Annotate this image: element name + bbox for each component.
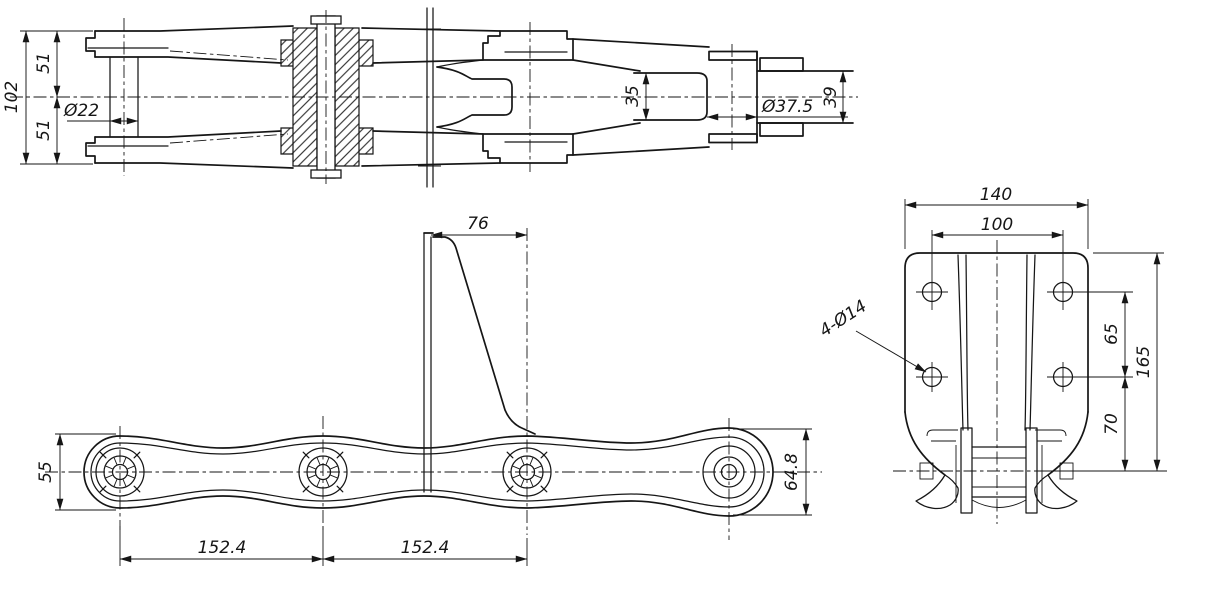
big-end-arc: [728, 427, 774, 517]
dim-text-pitch-1: 152.4: [198, 538, 247, 558]
dim-text-35: 35: [623, 85, 643, 107]
outline: [85, 30, 96, 58]
fork-head-upper: [482, 30, 574, 61]
dim-text-51-upper: 51: [34, 52, 54, 74]
attachment-plate-edge: [418, 7, 441, 188]
dim-text-100: 100: [981, 215, 1013, 235]
hole-center-ticks: [916, 291, 1133, 392]
dim-text-55: 55: [36, 461, 56, 483]
taper-line: [372, 130, 484, 135]
left-head-arc: [83, 435, 121, 509]
plate-outline: [904, 252, 1089, 413]
link-plate: [960, 427, 973, 514]
barrel-lines: [972, 457, 1026, 488]
dimensions: 102 51 51 Ø22 35 Ø37.5 39: [2, 30, 848, 165]
throat-mouth: [436, 59, 484, 135]
side-section-view: 102 51 51 Ø22 35 Ø37.5 39: [2, 7, 858, 188]
dimensions: 140 100 65 70 165 4-Ø14: [816, 185, 1167, 472]
outline: [94, 162, 294, 169]
extension-lines: [20, 30, 93, 165]
collar: [759, 122, 804, 137]
dim-text-pin-diameter: Ø22: [63, 101, 99, 121]
bar-outline-bottom: [119, 495, 730, 517]
dim-text-165: 165: [1134, 346, 1154, 378]
outline: [94, 25, 294, 32]
dim-text-pitch-2: 152.4: [401, 538, 450, 558]
dim-text-64-8: 64.8: [782, 453, 802, 491]
bore-outline: [633, 72, 708, 121]
extension-lines: [931, 230, 1064, 310]
bush-end: [708, 50, 758, 61]
outline: [94, 56, 282, 64]
plate-curl: [915, 474, 959, 510]
big-end-inner-arc: [728, 436, 765, 508]
centerlines: [10, 10, 858, 184]
middle-link: [361, 27, 710, 167]
bar-end-hooks: [926, 429, 1067, 442]
plate-side-sweep: [904, 411, 946, 476]
dim-text-39: 39: [821, 86, 841, 108]
dim-text-76: 76: [467, 214, 489, 234]
extension-lines: [55, 433, 116, 511]
plate-curl: [1034, 474, 1078, 510]
fork-head-lower: [482, 133, 574, 164]
barrel-bottom-arc: [971, 499, 1027, 508]
plate-edge-lines: [426, 7, 434, 188]
extension-lines: [1040, 252, 1167, 472]
collar: [759, 57, 804, 72]
right-barrel: [633, 50, 854, 144]
leader-line-holes: [855, 330, 927, 373]
dim-text-bush-diameter: Ø37.5: [761, 97, 813, 117]
chain-end-view: [919, 427, 1074, 514]
taper-line: [372, 59, 484, 64]
end-view: 140 100 65 70 165 4-Ø14: [816, 185, 1167, 524]
fin-outline: [432, 236, 536, 435]
taper-line: [361, 162, 501, 167]
tick-mark: [418, 28, 441, 167]
taper-line: [572, 38, 710, 156]
extension-lines: [733, 428, 812, 516]
dim-text-65: 65: [1102, 323, 1122, 345]
dim-text-140: 140: [980, 185, 1012, 205]
bar-inner-bottom: [119, 489, 730, 508]
dim-text-70: 70: [1102, 413, 1122, 435]
plate-edge-lines: [423, 232, 432, 493]
link-plate: [1025, 427, 1038, 514]
left-head-inner-arc: [90, 442, 121, 502]
taper-line: [361, 27, 501, 32]
outline: [94, 130, 282, 138]
plan-view: 76 55 64.8 152.4 152.4: [36, 214, 822, 566]
bush-end-lines: [955, 445, 1043, 503]
plate-side-sweep: [1047, 411, 1089, 476]
extension-lines: [119, 526, 528, 566]
fin-edge-lines: [957, 254, 1036, 431]
barrel-lines: [971, 446, 1027, 498]
centerlines: [893, 240, 1040, 524]
dimensions: 76 55 64.8 152.4 152.4: [36, 214, 812, 566]
barrel-outline: [756, 70, 854, 124]
dim-text-102: 102: [2, 81, 22, 113]
bar-axis-centerline: [169, 50, 289, 144]
outline: [85, 136, 96, 164]
bush-end: [708, 133, 758, 144]
dim-text-51-lower: 51: [34, 119, 54, 141]
centerlines: [45, 228, 822, 540]
